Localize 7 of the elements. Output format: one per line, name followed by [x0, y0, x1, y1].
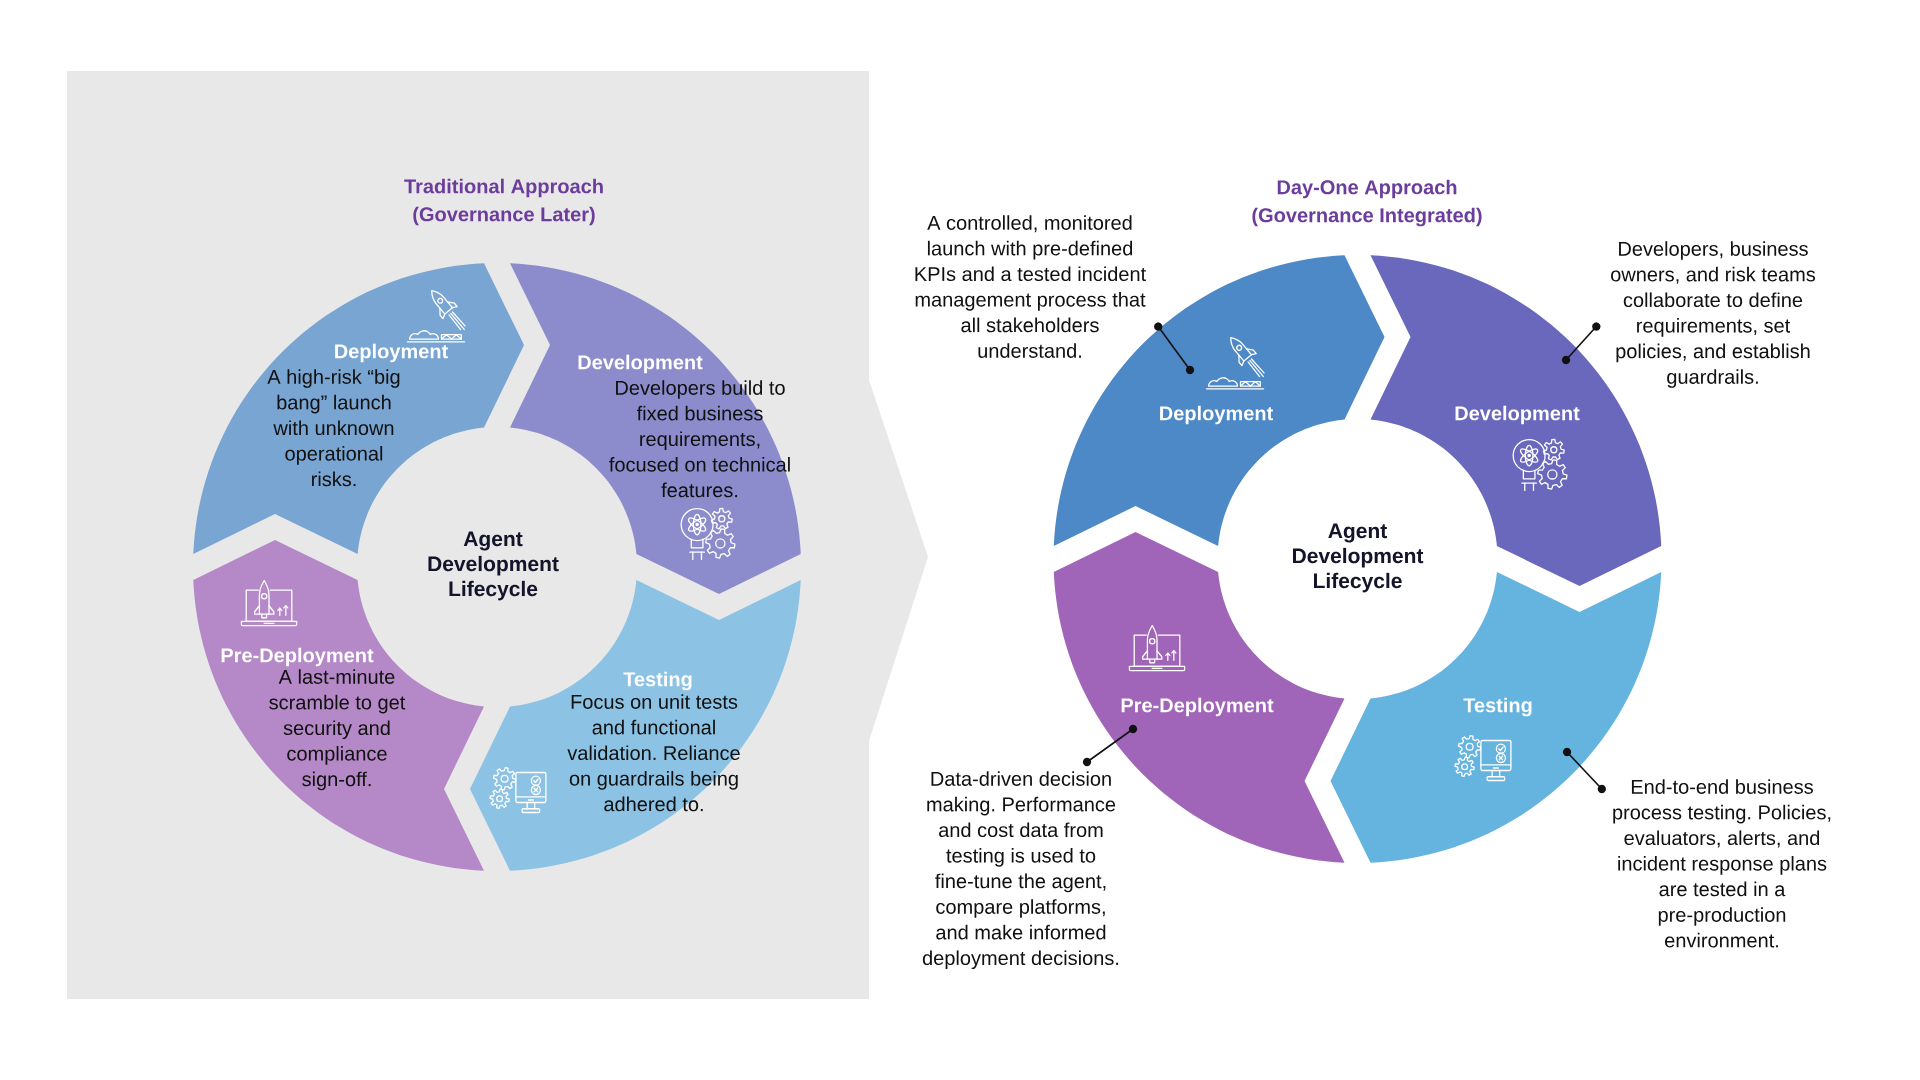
description-text: Developers, business owners, and risk teams collaborate to define requirements, set policies, and establish guardrails. [1611, 241, 1816, 388]
hub-label: Agent Development Lifecycle [1293, 523, 1424, 593]
heading: Day-One Approach (Governance Integrated) [1252, 179, 1482, 227]
hub-label: Agent Development Lifecycle [428, 531, 559, 601]
description-text: A controlled, monitored launch with pre-defined KPIs and a tested incident management process that all stakeholders understand. [915, 215, 1146, 358]
description-text: End-to-end business process testing. Policies, evaluators, alerts, and incident response plans are tested in a pre-production environment. [1613, 779, 1831, 948]
description-text: Data-driven decision making. Performance and cost data from testing is used to fine-tune the agent, compare platforms, and make informed deployment decisions. [922, 771, 1119, 970]
